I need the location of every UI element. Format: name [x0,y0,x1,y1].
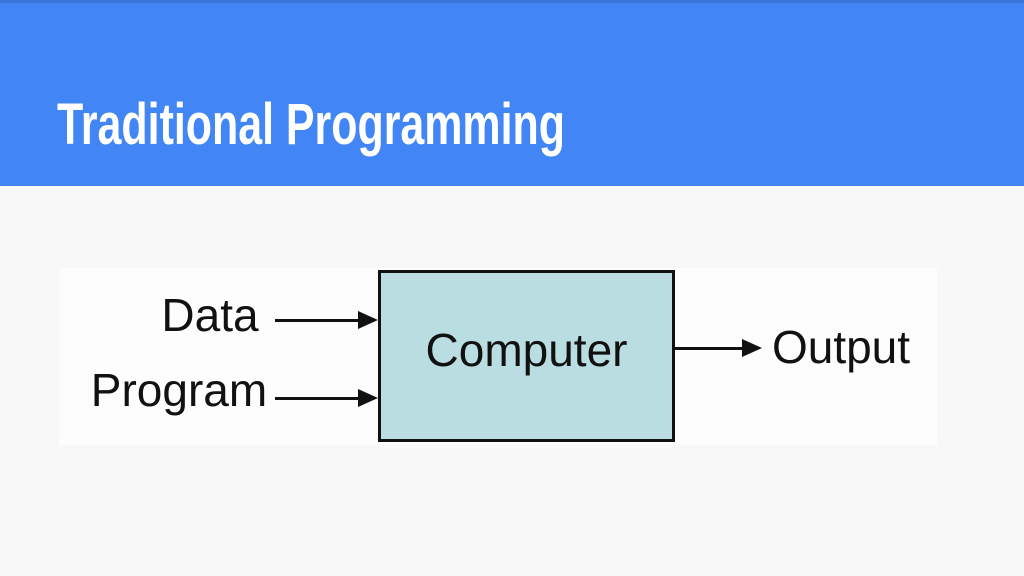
header-top-edge [0,0,1024,3]
program-to-computer-arrow-icon [275,389,378,407]
arrow-head-icon [358,311,378,329]
computer-to-output-arrow-icon [675,339,765,357]
slide-header: Traditional Programming [0,0,1024,186]
arrow-head-icon [742,339,762,357]
data-label: Data [161,289,259,341]
diagram-panel: Data Program Computer Output [59,268,937,445]
arrow-shaft [275,396,360,400]
computer-box-label: Computer [425,323,628,376]
slide-title: Traditional Programming [57,92,565,157]
arrow-head-icon [358,389,378,407]
arrow-shaft [675,346,745,350]
arrow-shaft [275,318,360,322]
output-label: Output [771,321,911,373]
data-to-computer-arrow-icon [275,311,378,329]
program-label: Program [90,364,268,416]
computer-box: Computer [378,270,675,442]
